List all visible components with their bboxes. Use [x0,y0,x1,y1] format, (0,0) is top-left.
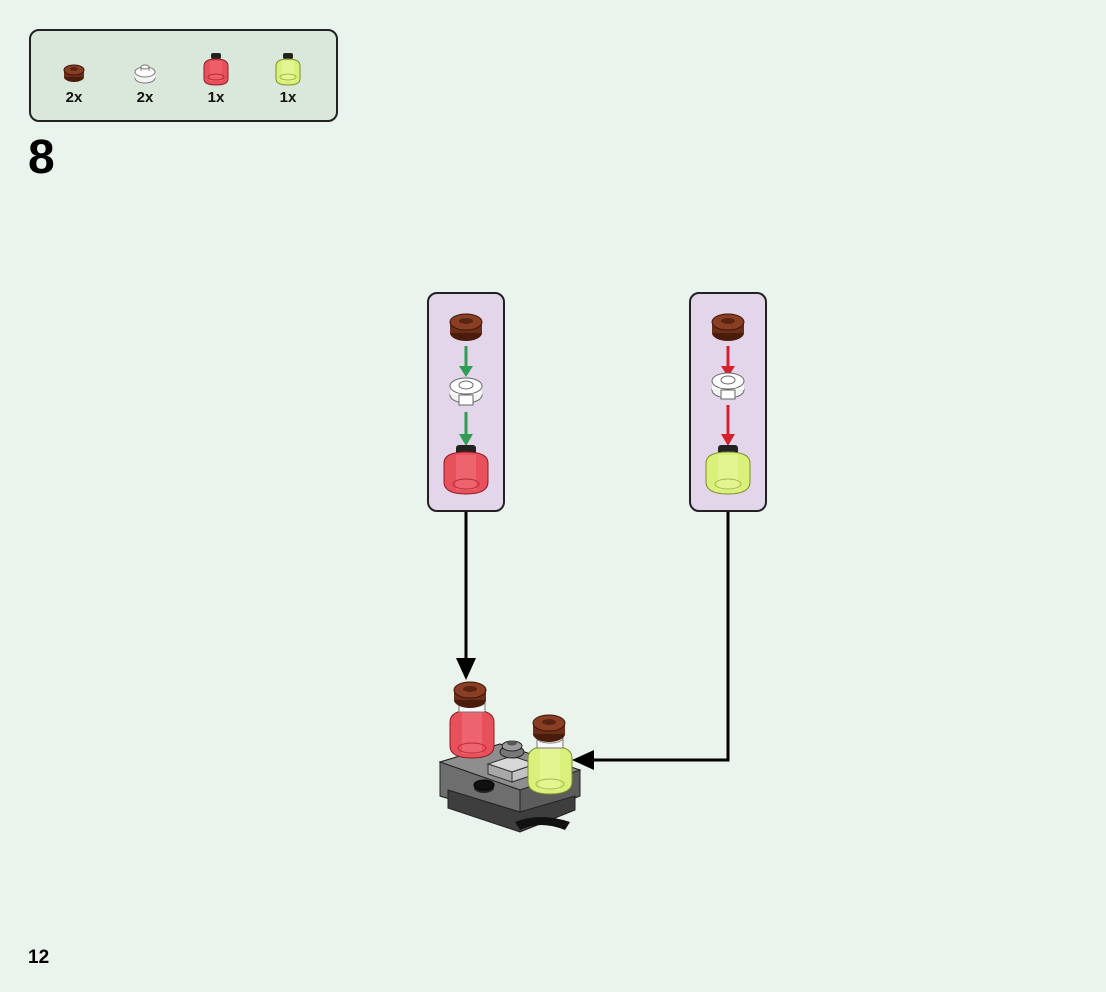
part-lime-bottle: 1x [263,51,313,111]
connector-arrow-right [592,512,730,762]
brown-plate-icon [63,64,85,82]
lime-subassembly [705,313,751,495]
part-quantity: 2x [65,89,83,106]
page-number: 12 [28,947,50,968]
red-bottle-icon [203,53,229,86]
red-subassembly [443,313,489,495]
red-bottle-stack [449,681,495,759]
part-quantity: 1x [207,89,225,106]
clear-plate-icon [134,64,156,84]
parts-list-box: 2x 2x 1x 1x [29,29,338,122]
lime-bottle-icon [275,53,301,86]
clear-plate-icon [449,377,483,406]
part-clear-plate: 2x [120,51,170,111]
part-brown-plate: 2x [49,51,99,111]
part-quantity: 2x [136,89,154,106]
brown-plate-icon [711,313,745,341]
red-bottle-icon [443,445,489,495]
part-red-bottle: 1x [191,51,241,111]
main-assembly [438,681,582,833]
clear-plate-icon [711,372,745,400]
part-quantity: 1x [279,89,297,106]
lime-bottle-stack [527,714,573,795]
step-number: 8 [28,131,55,184]
brown-plate-icon [449,313,483,341]
lime-bottle-icon [705,445,751,495]
